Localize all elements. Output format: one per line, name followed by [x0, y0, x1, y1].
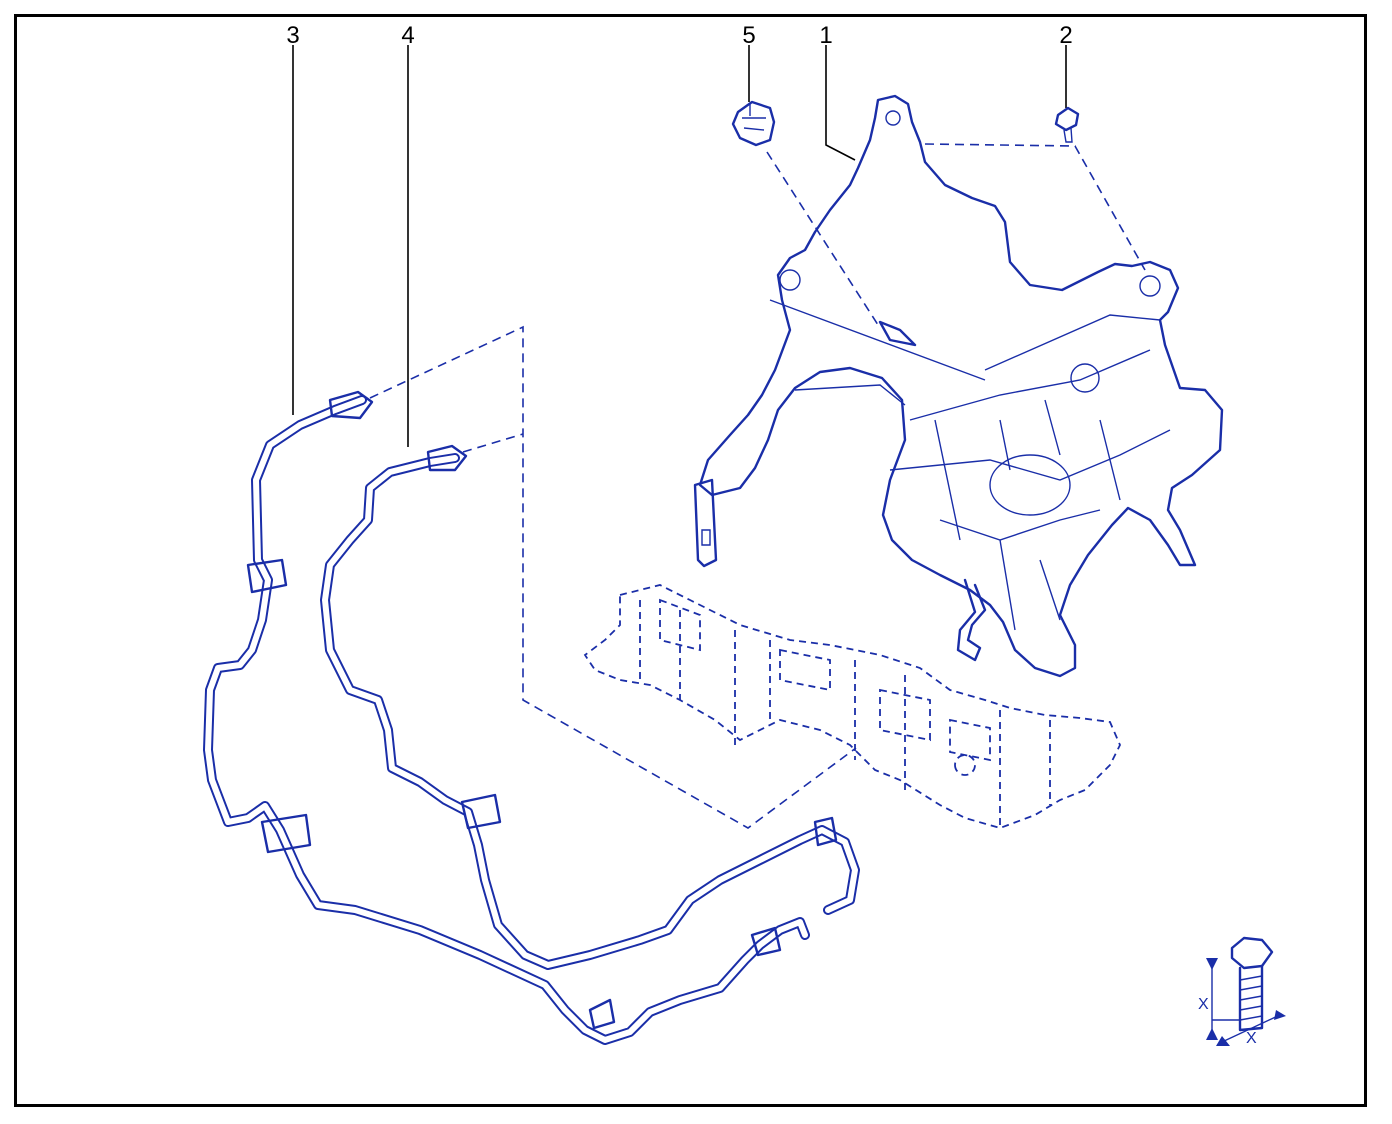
bolt-part-2: [1054, 106, 1080, 143]
diagram-frame: [14, 14, 1367, 1107]
assembly-guide-lines: [369, 143, 1146, 829]
torque-label-x-angled: X: [1246, 1030, 1257, 1047]
engine-outline: [583, 584, 1121, 829]
torque-label-x-vertical: X: [1198, 996, 1209, 1013]
leader-lines: [292, 45, 1067, 447]
callout-4: 4: [401, 22, 415, 49]
torque-symbol: [1206, 936, 1286, 1046]
callout-3: 3: [286, 22, 300, 49]
callout-5: 5: [742, 22, 756, 49]
callout-2: 2: [1059, 22, 1073, 49]
pipe-part-3: [203, 390, 810, 1045]
clip-part-5: [731, 100, 776, 147]
callout-1: 1: [819, 22, 833, 49]
heat-shield-part-1: [693, 94, 1224, 678]
pipe-part-4: [320, 444, 860, 970]
leader-1: [825, 45, 856, 161]
